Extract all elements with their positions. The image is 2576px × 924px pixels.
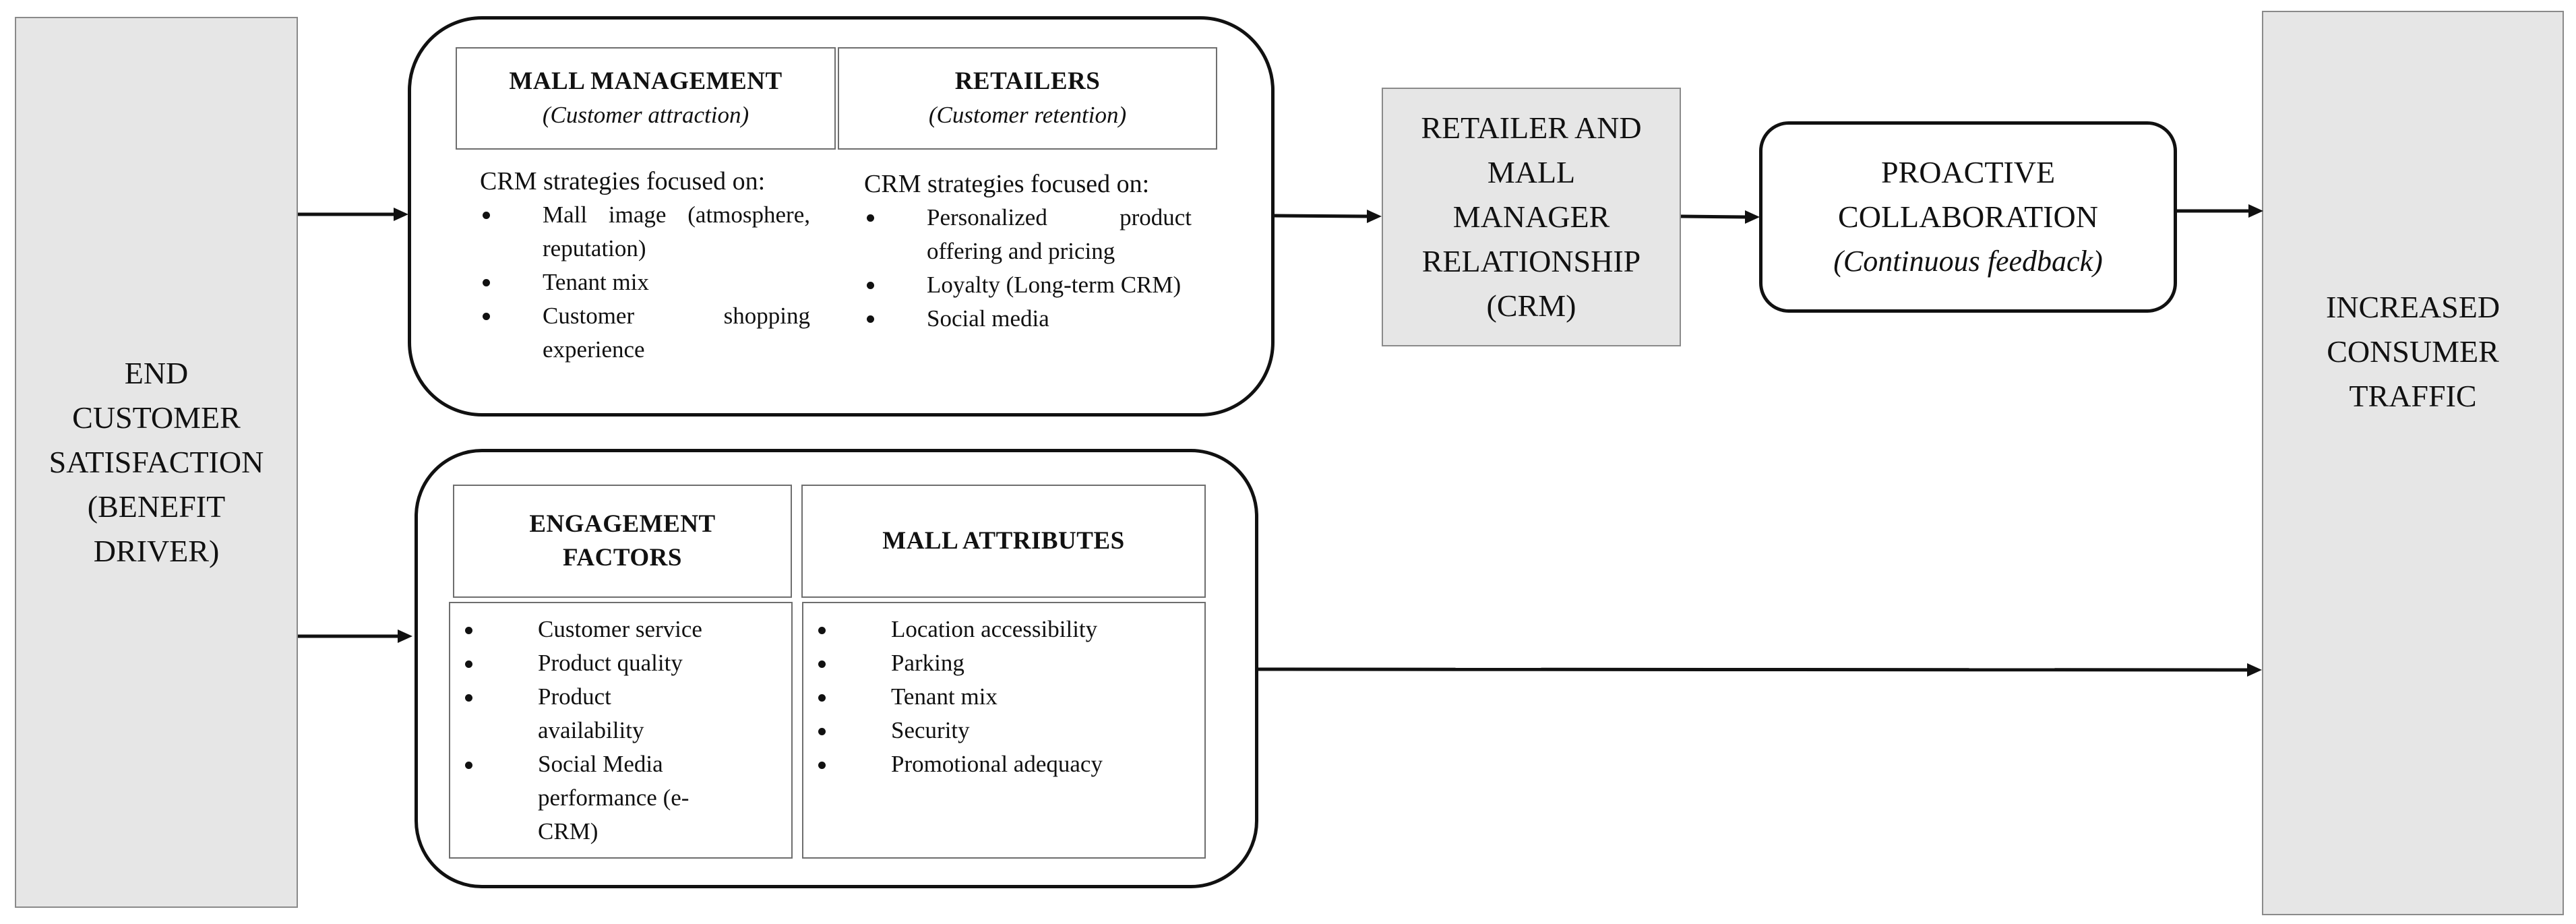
arrowhead-relationship-to-proactive <box>1745 210 1760 224</box>
arrowhead-satisfaction-to-engagement-group <box>398 629 412 643</box>
engagement-factors-title-line2: FACTORS <box>563 544 682 572</box>
list-item: Product quality <box>460 646 716 680</box>
engagement-factors-list-box: Customer service Product quality Product… <box>449 602 793 859</box>
increased-consumer-traffic-label: INCREASED CONSUMER TRAFFIC <box>2325 290 2501 413</box>
engagement-factors-title-line1: ENGAGEMENT <box>529 510 716 538</box>
proactive-collaboration-block: PROACTIVE COLLABORATION (Continuous feed… <box>1759 121 2177 313</box>
retailers-title: RETAILERS <box>954 67 1101 95</box>
list-item: Social media <box>864 302 1192 336</box>
mall-attributes-title: MALL ATTRIBUTES <box>882 527 1125 555</box>
list-item: Customer shopping experience <box>480 299 810 367</box>
list-item: Mall image (atmosphere, reputation) <box>480 198 810 266</box>
increased-consumer-traffic-block: INCREASED CONSUMER TRAFFIC <box>2262 11 2564 915</box>
retailer-mall-manager-relationship-block: RETAILER AND MALL MANAGER RELATIONSHIP (… <box>1382 88 1681 346</box>
list-item: Product availability <box>460 680 716 747</box>
list-item: Loyalty (Long-term CRM) <box>864 268 1192 302</box>
proactive-label: PROACTIVE <box>1880 155 2056 189</box>
engagement-factors-header: ENGAGEMENT FACTORS <box>453 485 792 598</box>
arrowhead-engagement-group-to-traffic <box>2247 663 2262 677</box>
mall-management-subtitle: (Customer attraction) <box>542 102 749 128</box>
list-item: Customer service <box>460 613 716 646</box>
engagement-factors-list: Customer service Product quality Product… <box>460 613 716 849</box>
arrowhead-proactive-to-traffic <box>2248 204 2263 218</box>
mall-management-strategy-list: Mall image (atmosphere, reputation) Tena… <box>480 198 810 367</box>
arrowhead-satisfaction-to-crm-group <box>394 208 408 221</box>
list-item: Promotional adequacy <box>813 747 1190 781</box>
retailers-header: RETAILERS (Customer retention) <box>838 47 1217 150</box>
list-item: Tenant mix <box>813 680 1190 714</box>
list-item: Tenant mix <box>480 266 810 299</box>
retailers-subtitle: (Customer retention) <box>928 102 1127 128</box>
mall-attributes-list-box: Location accessibility Parking Tenant mi… <box>802 602 1206 859</box>
list-item: Parking <box>813 646 1190 680</box>
mall-management-strategies-title: CRM strategies focused on: <box>480 167 766 195</box>
mall-attributes-header: MALL ATTRIBUTES <box>801 485 1206 598</box>
mall-management-title: MALL MANAGEMENT <box>509 67 783 95</box>
mall-attributes-list: Location accessibility Parking Tenant mi… <box>813 613 1190 781</box>
arrow-engagement-group-to-traffic <box>1258 667 2249 672</box>
end-customer-satisfaction-block: END CUSTOMER SATISFACTION (BENEFIT DRIVE… <box>15 17 298 908</box>
mall-management-strategies: CRM strategies focused on: Mall image (a… <box>480 164 810 367</box>
retailers-strategies: CRM strategies focused on: Personalized … <box>864 167 1192 336</box>
continuous-feedback-label: (Continuous feedback) <box>1833 245 2103 278</box>
retailers-strategies-title: CRM strategies focused on: <box>864 170 1150 198</box>
arrow-relationship-to-proactive <box>1680 214 1746 219</box>
arrowhead-crm-group-to-relationship <box>1367 210 1382 223</box>
list-item: Location accessibility <box>813 613 1190 646</box>
collaboration-label: COLLABORATION <box>1838 199 2098 234</box>
retailers-strategy-list: Personalized product offering and pricin… <box>864 201 1192 336</box>
retailer-mall-manager-relationship-label: RETAILER AND MALL MANAGER RELATIONSHIP (… <box>1421 111 1642 323</box>
mall-management-header: MALL MANAGEMENT (Customer attraction) <box>456 47 836 150</box>
list-item: Security <box>813 714 1190 747</box>
end-customer-satisfaction-label: END CUSTOMER SATISFACTION (BENEFIT DRIVE… <box>49 356 264 568</box>
list-item: Personalized product offering and pricin… <box>864 201 1192 268</box>
list-item: Social Media performance (e-CRM) <box>460 747 716 849</box>
